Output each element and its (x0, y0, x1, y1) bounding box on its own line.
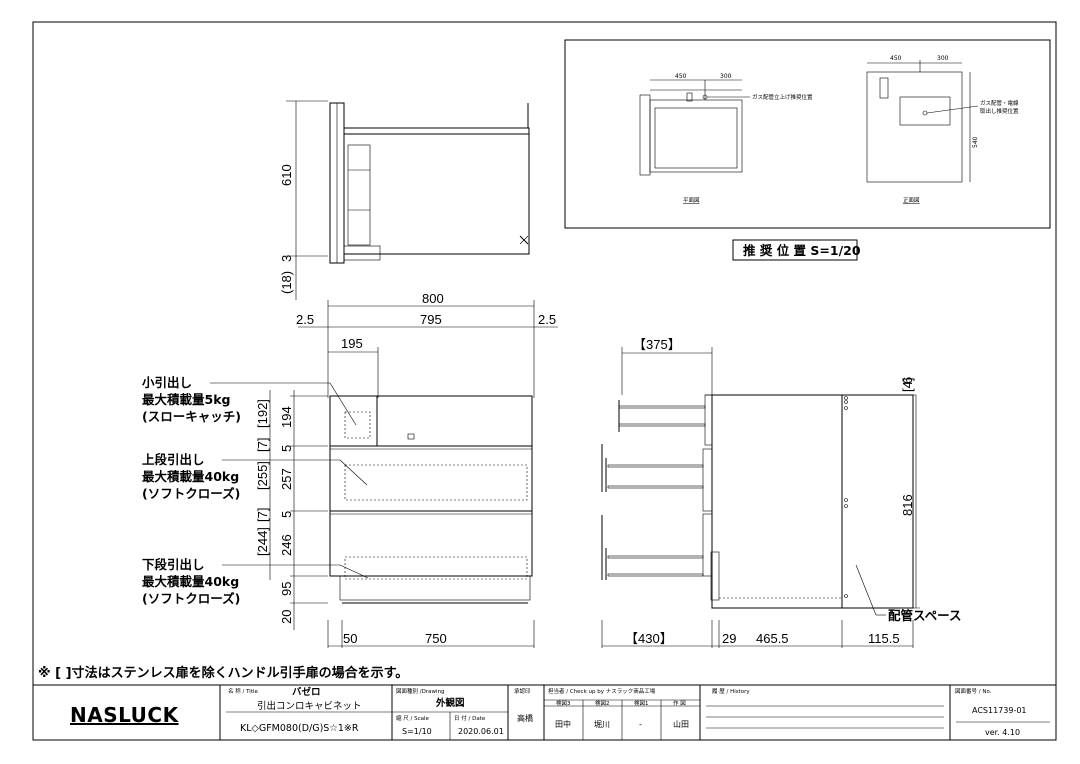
dim-5b: 5 (279, 511, 294, 518)
lower-drawer-label-1: 下段引出し (142, 557, 205, 572)
drawing-type-header: 図面種別 /Drawing (396, 687, 444, 695)
drawing-version: ver. 4.10 (985, 728, 1020, 737)
title-name-2: 引出コンロキャビネット (257, 700, 362, 712)
inset-gas-note: ガス配管立上げ推奨位置 (752, 93, 813, 101)
scale-header: 縮 尺 / Scale (396, 714, 430, 722)
dim-95: 95 (279, 582, 294, 596)
inset-title: 推 奨 位 置 S=1/20 (743, 243, 861, 258)
check-col-1: 検図3 (556, 699, 571, 707)
side-profile-view (286, 100, 530, 300)
approval-header: 承認印 (514, 687, 531, 695)
dim-750: 750 (425, 631, 447, 646)
small-drawer-label-2: 最大積載量5kg (142, 392, 230, 407)
dim-195: 195 (341, 336, 363, 351)
upper-drawer-label-2: 最大積載量40kg (142, 469, 239, 484)
inset-front-view (866, 60, 979, 183)
title-model: KL◇GFM080(D/G)S☆1※R (240, 723, 359, 734)
inset-gas-elec-note-1: ガス配管・電線 (980, 99, 1019, 107)
dim-192: [192] (255, 399, 270, 428)
check-val-1: 田中 (555, 719, 571, 729)
dim-375: 【375】 (633, 337, 681, 352)
dim-5a: 5 (279, 445, 294, 452)
check-val-2: 堀川 (594, 720, 610, 729)
dim-465-5: 465.5 (756, 631, 789, 646)
lower-drawer-label-2: 最大積載量40kg (142, 574, 239, 589)
dim-795: 795 (420, 312, 442, 327)
check-val-3: - (639, 720, 642, 729)
dim-194: 194 (279, 406, 294, 428)
checkup-header: 担当者 / Check up by ナスラック商品工場 (548, 687, 656, 695)
dim-246: 246 (279, 534, 294, 556)
history-header: 履 歴 / History (712, 688, 750, 695)
approval-name: 高橋 (517, 713, 533, 723)
inset-plan-view (639, 79, 750, 176)
inset-plan-dim-300: 300 (720, 73, 732, 80)
title-block (33, 684, 1056, 740)
dim-6: 6 (900, 377, 915, 384)
inset-front-dim-540: 540 (972, 136, 979, 148)
dim-7b: [7] (255, 508, 270, 522)
drawing-no-header: 図面番号 / No. (955, 688, 992, 695)
inset-front-caption: 正面図 (903, 197, 920, 204)
drawing-no: ACS11739-01 (972, 706, 1027, 715)
dim-2-5-left: 2.5 (296, 312, 314, 327)
upper-drawer-callout: 上段引出し 最大積載量40kg (ソフトクローズ) (142, 452, 368, 501)
inset-front-dim-450: 450 (890, 55, 902, 62)
upper-drawer-label-1: 上段引出し (142, 452, 205, 467)
dim-29: 29 (722, 631, 736, 646)
brand-logo: NASLUCK (70, 703, 180, 727)
check-col-2: 検図2 (595, 699, 610, 707)
lower-drawer-callout: 下段引出し 最大積載量40kg (ソフトクローズ) (142, 557, 369, 606)
lower-drawer-label-3: (ソフトクローズ) (142, 591, 240, 606)
drawing-type: 外観図 (435, 697, 465, 709)
dim-50: 50 (343, 631, 357, 646)
inset-frame (564, 39, 1051, 229)
dim-7a: [7] (255, 438, 270, 452)
dim-4: [4] (900, 378, 915, 392)
dim-115-5: 115.5 (868, 631, 900, 646)
inset-title-box (732, 239, 858, 261)
pipe-space-label: 配管スペース (888, 608, 962, 623)
inset-plan-dim-450: 450 (675, 73, 687, 80)
dim-2-5-right: 2.5 (538, 312, 556, 327)
small-drawer-callout: 小引出し 最大積載量5kg (スローキャッチ) (141, 375, 357, 426)
dim-257: 257 (279, 468, 294, 490)
small-drawer-label-3: (スローキャッチ) (142, 409, 241, 424)
upper-drawer-label-3: (ソフトクローズ) (142, 486, 240, 501)
side-view (601, 347, 920, 648)
bracket-note: ※ [ ]寸法はステンレス扉を除くハンドル引手扉の場合を示す。 (38, 665, 408, 681)
date-header: 日 付 / Date (454, 714, 486, 722)
scale-value: S=1/10 (402, 727, 432, 736)
check-col-4: 作 図 (673, 699, 686, 707)
title-name-1: バゼロ (292, 686, 321, 698)
dim-18: (18) (279, 271, 294, 294)
dim-255: [255] (255, 461, 270, 490)
front-view (269, 300, 558, 648)
check-col-3: 検図1 (634, 699, 649, 707)
inset-front-dim-300: 300 (937, 55, 949, 62)
inset-gas-elec-note-2: 取出し推奨位置 (980, 107, 1019, 115)
small-drawer-label-1: 小引出し (141, 375, 192, 390)
inset-plan-caption: 平面図 (683, 197, 700, 204)
dim-3: 3 (279, 255, 294, 262)
date-value: 2020.06.01 (458, 727, 504, 736)
dim-816: 816 (900, 494, 915, 516)
dim-430: 【430】 (625, 631, 673, 646)
dim-20: 20 (279, 610, 294, 624)
check-val-4: 山田 (673, 719, 689, 729)
dim-610: 610 (279, 164, 294, 186)
dim-800: 800 (422, 291, 444, 306)
dim-244: [244] (255, 527, 270, 556)
title-name-header: 名 称 / Title (228, 687, 259, 695)
